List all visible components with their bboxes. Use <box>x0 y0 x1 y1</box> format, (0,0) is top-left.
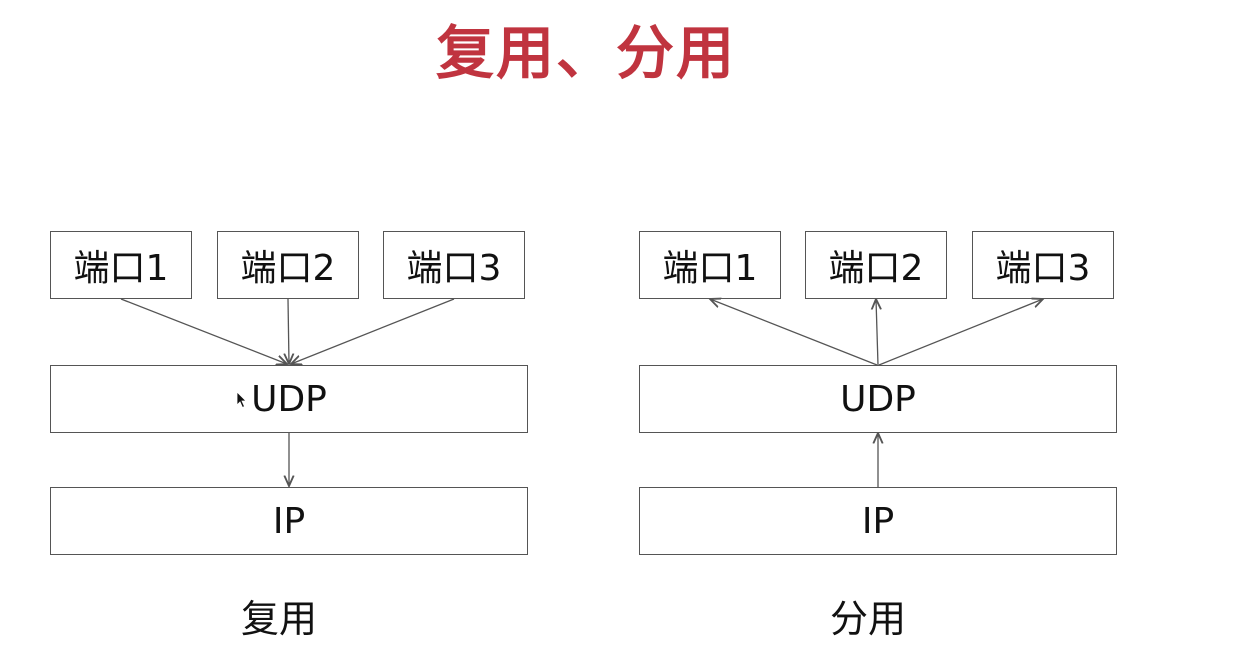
demux-arrow-udp-port1 <box>710 299 878 366</box>
mouse-pointer-icon <box>236 391 247 409</box>
page-title: 复用、分用 <box>436 19 737 87</box>
mux-port-3-box: 端口3 <box>383 231 525 299</box>
mux-udp-layer: UDP <box>50 365 528 433</box>
demux-port-3-box: 端口3 <box>972 231 1114 299</box>
demux-arrow-udp-port2 <box>876 299 878 366</box>
mux-arrow-port3-udp <box>291 298 455 364</box>
demux-caption: 分用 <box>830 597 907 641</box>
demux-ip-layer: IP <box>639 487 1117 555</box>
mux-arrow-port1-udp <box>120 298 287 364</box>
mux-port-2-box: 端口2 <box>217 231 359 299</box>
demux-port-1-box: 端口1 <box>639 231 781 299</box>
demux-arrow-udp-port3 <box>878 299 1043 366</box>
mux-ip-layer: IP <box>50 487 528 555</box>
demux-port-2-box: 端口2 <box>805 231 947 299</box>
mux-caption: 复用 <box>241 597 318 641</box>
demux-udp-layer: UDP <box>639 365 1117 433</box>
mux-port-1-box: 端口1 <box>50 231 192 299</box>
mux-arrow-port2-udp <box>288 298 289 364</box>
